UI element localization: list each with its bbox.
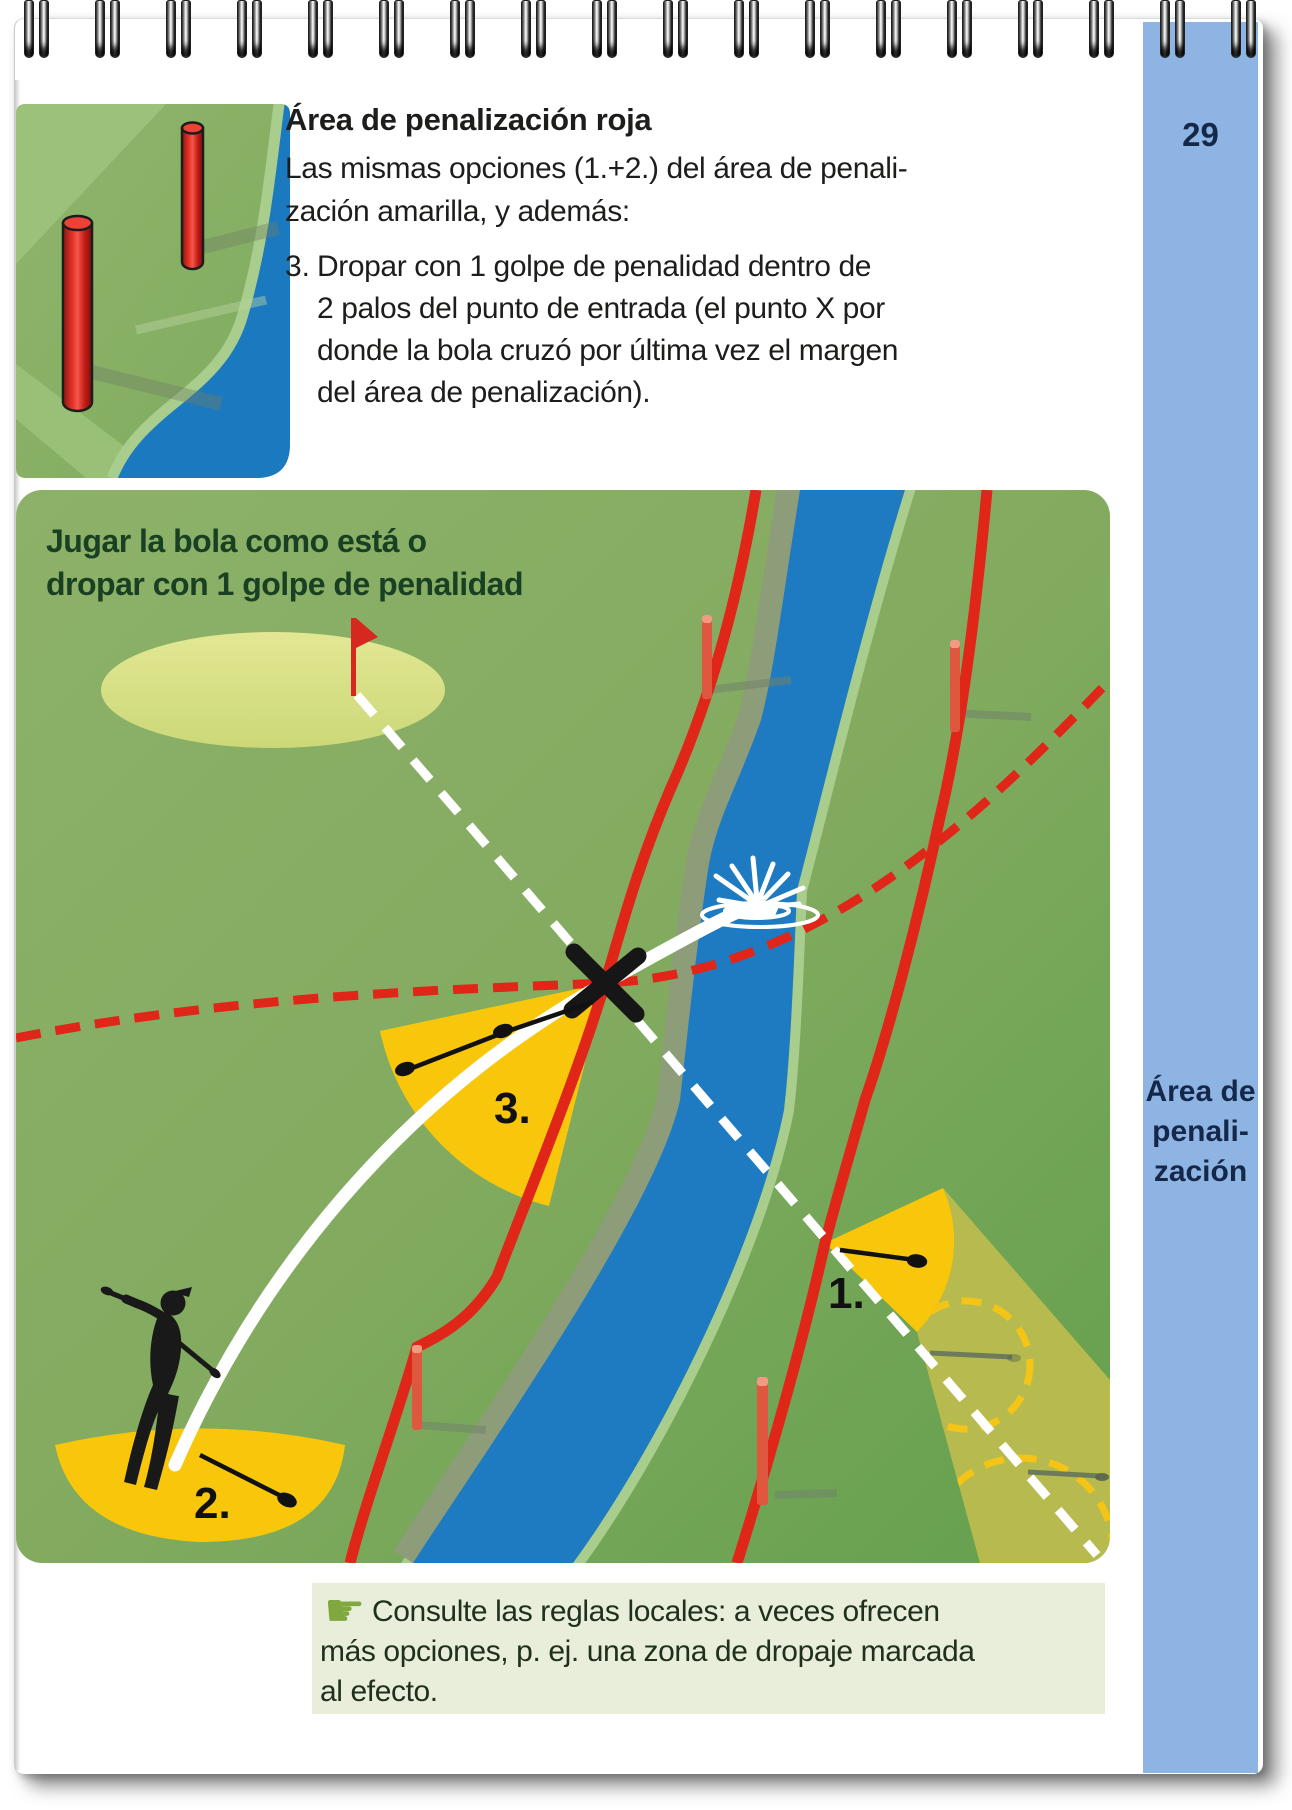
putting-green bbox=[101, 632, 445, 748]
red-stakes-illustration bbox=[16, 104, 290, 478]
reference-line-dashed bbox=[353, 692, 1101, 1558]
item-line: del área de penalización). bbox=[317, 376, 651, 409]
binding-coil bbox=[24, 0, 50, 58]
binding-coil bbox=[805, 0, 831, 58]
relief-zone-2 bbox=[55, 1428, 345, 1542]
golfer-silhouette bbox=[100, 1286, 221, 1490]
item-line: 2 palos del punto de entrada (el punto X… bbox=[317, 292, 885, 325]
note-line: Consulte las reglas locales: a veces ofr… bbox=[372, 1595, 940, 1628]
drop-circle bbox=[917, 1297, 1034, 1433]
page-title: Área de penalización roja bbox=[285, 102, 652, 137]
binding-coil bbox=[450, 0, 476, 58]
intro-line: zación amarilla, y además: bbox=[285, 195, 630, 228]
list-item-marker: 3. bbox=[285, 250, 311, 283]
splash bbox=[700, 855, 820, 929]
binding-coil bbox=[1089, 0, 1115, 58]
note-line: más opciones, p. ej. una zona de dropaje… bbox=[320, 1635, 975, 1668]
penalty-area-diagram: 3. 2. 1. Jugar la bola como está o dropa… bbox=[16, 490, 1110, 1563]
diagram-caption-line: Jugar la bola como está o bbox=[46, 523, 427, 559]
sidebar-tab bbox=[1143, 22, 1258, 1773]
header-block: Área de penalización roja Las mismas opc… bbox=[285, 102, 985, 414]
zone-label-2: 2. bbox=[194, 1479, 231, 1528]
pointing-hand-icon: ☛ bbox=[324, 1583, 366, 1637]
binding-coil bbox=[1160, 0, 1186, 58]
diagram-caption-line: dropar con 1 golpe de penalidad bbox=[46, 566, 523, 602]
flag-icon bbox=[351, 618, 378, 696]
item-line: Dropar con 1 golpe de penalidad dentro d… bbox=[317, 250, 872, 283]
list-item-3: 3. Dropar con 1 golpe de penalidad dentr… bbox=[285, 246, 985, 414]
penalty-line bbox=[344, 490, 993, 1563]
binding-coil bbox=[379, 0, 405, 58]
red-stake bbox=[412, 615, 960, 1505]
binding-coil bbox=[521, 0, 547, 58]
list-item-text: Dropar con 1 golpe de penalidad dentro d… bbox=[317, 246, 898, 414]
sidebar-label-line: Área de bbox=[1145, 1075, 1256, 1108]
club-length-markers bbox=[198, 999, 928, 1508]
note-line: al efecto. bbox=[320, 1675, 438, 1708]
binding-coil bbox=[734, 0, 760, 58]
relief-zone-1 bbox=[825, 1188, 955, 1332]
entry-point-x bbox=[563, 943, 647, 1023]
binding-coil bbox=[947, 0, 973, 58]
binding-coil bbox=[237, 0, 263, 58]
binding-coil bbox=[1231, 0, 1257, 58]
binding-coil bbox=[876, 0, 902, 58]
intro-paragraph: Las mismas opciones (1.+2.) del área de … bbox=[285, 147, 985, 233]
item-line: donde la bola cruzó por última vez el ma… bbox=[317, 334, 899, 367]
river bbox=[413, 490, 905, 1563]
sidebar-label-line: zación bbox=[1153, 1155, 1248, 1188]
sidebar-label-line: penali- bbox=[1152, 1115, 1249, 1148]
binding-coil bbox=[95, 0, 121, 58]
binding-coil bbox=[166, 0, 192, 58]
zone-label-1: 1. bbox=[828, 1269, 865, 1318]
penalty-margin-dashed bbox=[16, 679, 1110, 1043]
zone-label-3: 3. bbox=[494, 1084, 531, 1133]
drop-circle bbox=[925, 1454, 1110, 1563]
binding-coil bbox=[663, 0, 689, 58]
page-number: 29 bbox=[1182, 116, 1219, 153]
local-rules-note: ☛ Consulte las reglas locales: a veces o… bbox=[312, 1583, 1105, 1714]
sidebar-label: Área de penali- zación bbox=[1143, 1072, 1258, 1192]
intro-line: Las mismas opciones (1.+2.) del área de … bbox=[285, 152, 908, 185]
red-stake bbox=[61, 214, 94, 413]
spiral-binding bbox=[0, 0, 1292, 62]
binding-coil bbox=[308, 0, 334, 58]
red-stake bbox=[180, 121, 205, 271]
binding-coil bbox=[592, 0, 618, 58]
binding-coil bbox=[1018, 0, 1044, 58]
